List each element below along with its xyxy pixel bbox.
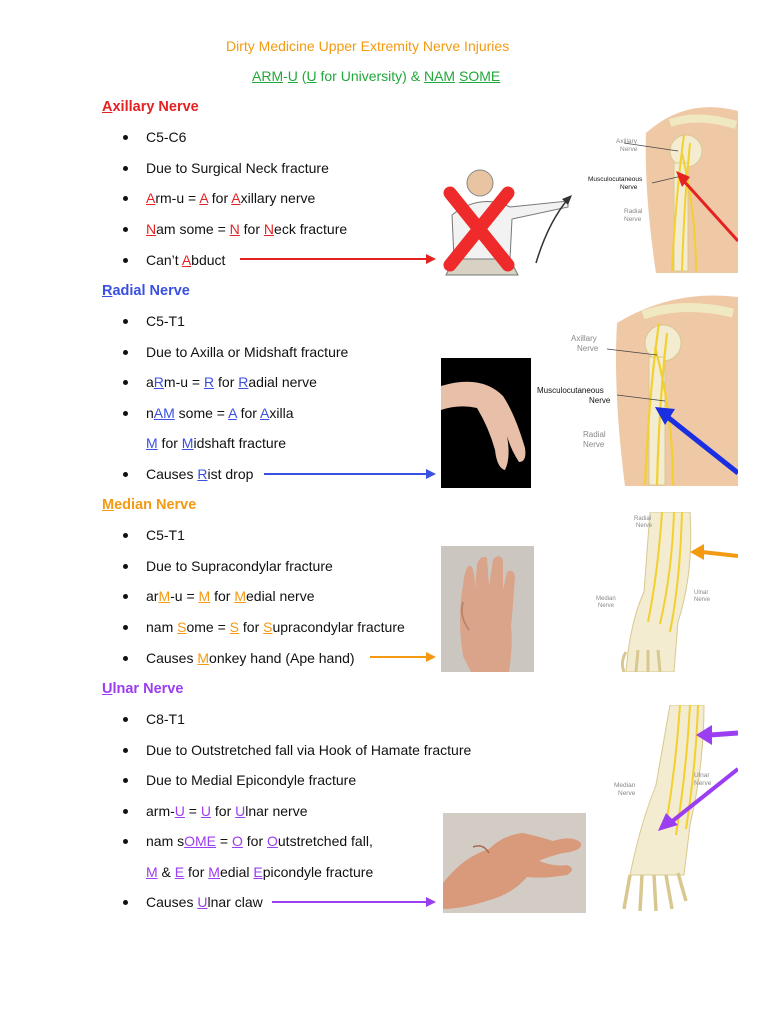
bullet xyxy=(123,350,128,355)
label-axillary: Axillary xyxy=(616,138,638,145)
bullet xyxy=(123,319,128,324)
section-heading-radial: Radial Nerve xyxy=(102,283,190,299)
wrist-drop-photo xyxy=(441,358,531,488)
bullet xyxy=(123,472,128,477)
radial-mnemonic-nam: nAM some = A for Axilla xyxy=(146,405,294,421)
mnemonic-subtitle: ARM-U (U for University) & NAM SOME xyxy=(252,68,501,84)
bullet xyxy=(123,594,128,599)
median-roots: C5-T1 xyxy=(146,527,185,543)
bullet xyxy=(123,135,128,140)
arrow-icon xyxy=(272,897,436,907)
ulnar-roots: C8-T1 xyxy=(146,711,185,727)
svg-text:Nerve: Nerve xyxy=(618,790,636,797)
axillary-roots: C5-C6 xyxy=(146,129,187,145)
bullet xyxy=(123,900,128,905)
median-sign: Causes Monkey hand (Ape hand) xyxy=(146,650,355,666)
shoulder-anatomy-illustration: Axillary Nerve Musculocutaneous Nerve Ra… xyxy=(586,103,738,273)
svg-text:Nerve: Nerve xyxy=(577,344,599,353)
radial-mnemonic-midshaft: M for Midshaft fracture xyxy=(146,435,287,451)
ulnar-mnemonic-epicondyle: M & E for Medial Epicondyle fracture xyxy=(146,864,374,880)
bullet xyxy=(123,196,128,201)
radial-mnemonic-arm: aRm-u = R for Radial nerve xyxy=(146,374,317,390)
bullet xyxy=(123,533,128,538)
ulnar-anatomy-illustration: Median Nerve Ulnar Nerve xyxy=(586,705,738,913)
label-ulnar: Ulnar xyxy=(694,590,708,596)
svg-text:Nerve: Nerve xyxy=(636,523,653,529)
radial-cause: Due to Axilla or Midshaft fracture xyxy=(146,344,349,360)
page-title: Dirty Medicine Upper Extremity Nerve Inj… xyxy=(226,38,510,54)
section-heading-median: Median Nerve xyxy=(102,497,197,513)
section-heading-axillary: Axillary Nerve xyxy=(102,99,199,115)
ulnar-mnemonic-arm: arm-U = U for Ulnar nerve xyxy=(146,803,308,819)
label-musculocutaneous: Musculocutaneous xyxy=(537,386,604,395)
bullet xyxy=(123,625,128,630)
svg-text:Nerve: Nerve xyxy=(598,603,615,609)
section-heading-ulnar: Ulnar Nerve xyxy=(102,681,184,697)
ulnar-cause-epicondyle: Due to Medial Epicondyle fracture xyxy=(146,772,357,788)
label-radial: Radial xyxy=(624,208,643,215)
svg-text:Nerve: Nerve xyxy=(589,396,611,405)
arrow-icon xyxy=(240,254,436,264)
svg-text:Nerve: Nerve xyxy=(583,440,605,449)
bullet xyxy=(123,656,128,661)
bullet xyxy=(123,166,128,171)
label-median: Median xyxy=(596,596,616,602)
bullet xyxy=(123,748,128,753)
radial-anatomy-illustration: Axillary Nerve Musculocutaneous Nerve Ra… xyxy=(533,293,738,486)
svg-text:Nerve: Nerve xyxy=(620,184,638,191)
bullet xyxy=(123,564,128,569)
axillary-mnemonic-nam: Nam some = N for Neck fracture xyxy=(146,221,348,237)
label-ulnar: Ulnar xyxy=(694,772,710,779)
median-cause: Due to Supracondylar fracture xyxy=(146,558,333,574)
radial-sign: Causes Rist drop xyxy=(146,466,254,482)
label-musculocutaneous: Musculocutaneous xyxy=(588,176,643,183)
arrow-icon xyxy=(264,469,436,479)
bullet xyxy=(123,778,128,783)
bullet xyxy=(123,227,128,232)
median-mnemonic-arm: arM-u = M for Medial nerve xyxy=(146,588,315,604)
ape-hand-photo xyxy=(441,546,534,672)
svg-text:Nerve: Nerve xyxy=(624,216,642,223)
label-axillary: Axillary xyxy=(571,334,597,343)
ulnar-mnemonic-nam: nam sOME = O for Outstretched fall, xyxy=(146,833,373,849)
bullet xyxy=(123,380,128,385)
axillary-cause: Due to Surgical Neck fracture xyxy=(146,160,329,176)
median-mnemonic-nam: nam Some = S for Supracondylar fracture xyxy=(146,619,405,635)
bullet xyxy=(123,717,128,722)
label-radial: Radial xyxy=(583,430,606,439)
ulnar-claw-photo xyxy=(443,813,586,913)
svg-text:Nerve: Nerve xyxy=(694,597,711,603)
label-radial: Radial xyxy=(634,516,651,522)
abduction-illustration xyxy=(440,163,576,279)
axillary-sign: Can’t Abduct xyxy=(146,252,226,268)
bullet xyxy=(123,411,128,416)
median-anatomy-illustration: Radial Nerve Median Nerve Ulnar Nerve xyxy=(586,512,738,672)
bullet xyxy=(123,809,128,814)
radial-roots: C5-T1 xyxy=(146,313,185,329)
ulnar-sign: Causes Ulnar claw xyxy=(146,894,263,910)
bullet xyxy=(123,839,128,844)
bullet xyxy=(123,258,128,263)
arrow-icon xyxy=(370,652,436,662)
axillary-mnemonic-arm: Arm-u = A for Axillary nerve xyxy=(146,190,316,206)
svg-text:Nerve: Nerve xyxy=(694,780,712,787)
svg-text:Nerve: Nerve xyxy=(620,146,638,153)
label-median: Median xyxy=(614,782,636,789)
ulnar-cause-hamate: Due to Outstretched fall via Hook of Ham… xyxy=(146,742,472,758)
